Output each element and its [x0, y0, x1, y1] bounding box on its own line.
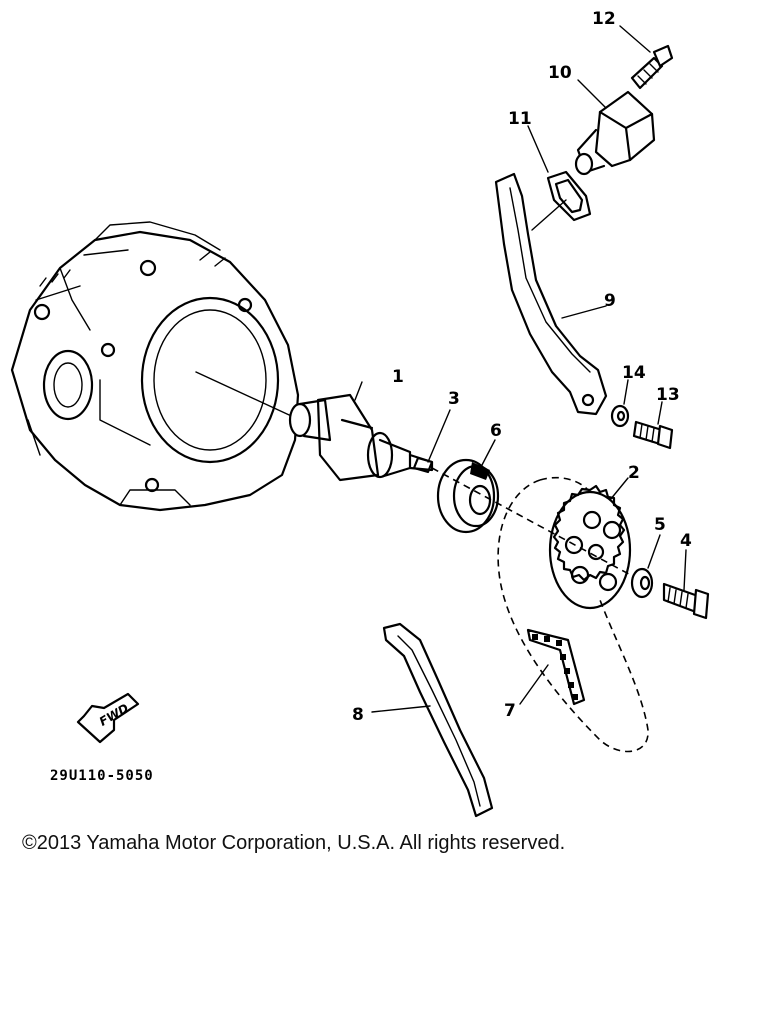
- assembly-axis-line: [431, 467, 641, 581]
- part-label-12: 12: [592, 9, 616, 29]
- tensioner-bolt: [619, 25, 674, 90]
- cam-sprocket: [548, 477, 632, 610]
- cylinder-head: [10, 221, 300, 512]
- cam-chain-tensioner: [574, 79, 656, 176]
- part-label-1: 1: [392, 367, 404, 387]
- washer: [630, 534, 661, 599]
- part-label-13: 13: [656, 385, 680, 405]
- copyright-notice: ©2013 Yamaha Motor Corporation, U.S.A. A…: [22, 832, 566, 854]
- chain-guide: [371, 622, 494, 818]
- timing-chain-loop: [497, 479, 649, 753]
- sprocket-bolt: [662, 549, 710, 620]
- part-label-2: 2: [628, 463, 640, 483]
- camshaft: [288, 381, 434, 482]
- decompressor-cam: [436, 439, 500, 534]
- part-label-3: 3: [448, 389, 460, 409]
- part-label-6: 6: [490, 421, 502, 441]
- part-label-11: 11: [508, 109, 532, 129]
- tensioner-gasket: [527, 125, 592, 231]
- guide-bolt: [632, 401, 674, 450]
- part-label-14: 14: [622, 363, 646, 383]
- camshaft-leader-line: [195, 371, 301, 421]
- forward-direction-arrow: FWD: [76, 692, 140, 744]
- part-label-9: 9: [604, 291, 616, 311]
- exploded-parts-diagram: FWD 1 2 3 4 5 6 7 8 9 10 11 12 13 14 29U…: [10, 9, 710, 818]
- guide-washer: [610, 379, 630, 428]
- timing-chain: [519, 628, 586, 706]
- part-label-8: 8: [352, 705, 364, 725]
- tensioner-guide: [494, 172, 608, 416]
- diagram-code: 29U110-5050: [50, 768, 154, 784]
- part-label-4: 4: [680, 531, 692, 551]
- part-label-7: 7: [504, 701, 516, 721]
- dowel-pin: [412, 409, 451, 474]
- part-label-10: 10: [548, 63, 572, 83]
- part-label-5: 5: [654, 515, 666, 535]
